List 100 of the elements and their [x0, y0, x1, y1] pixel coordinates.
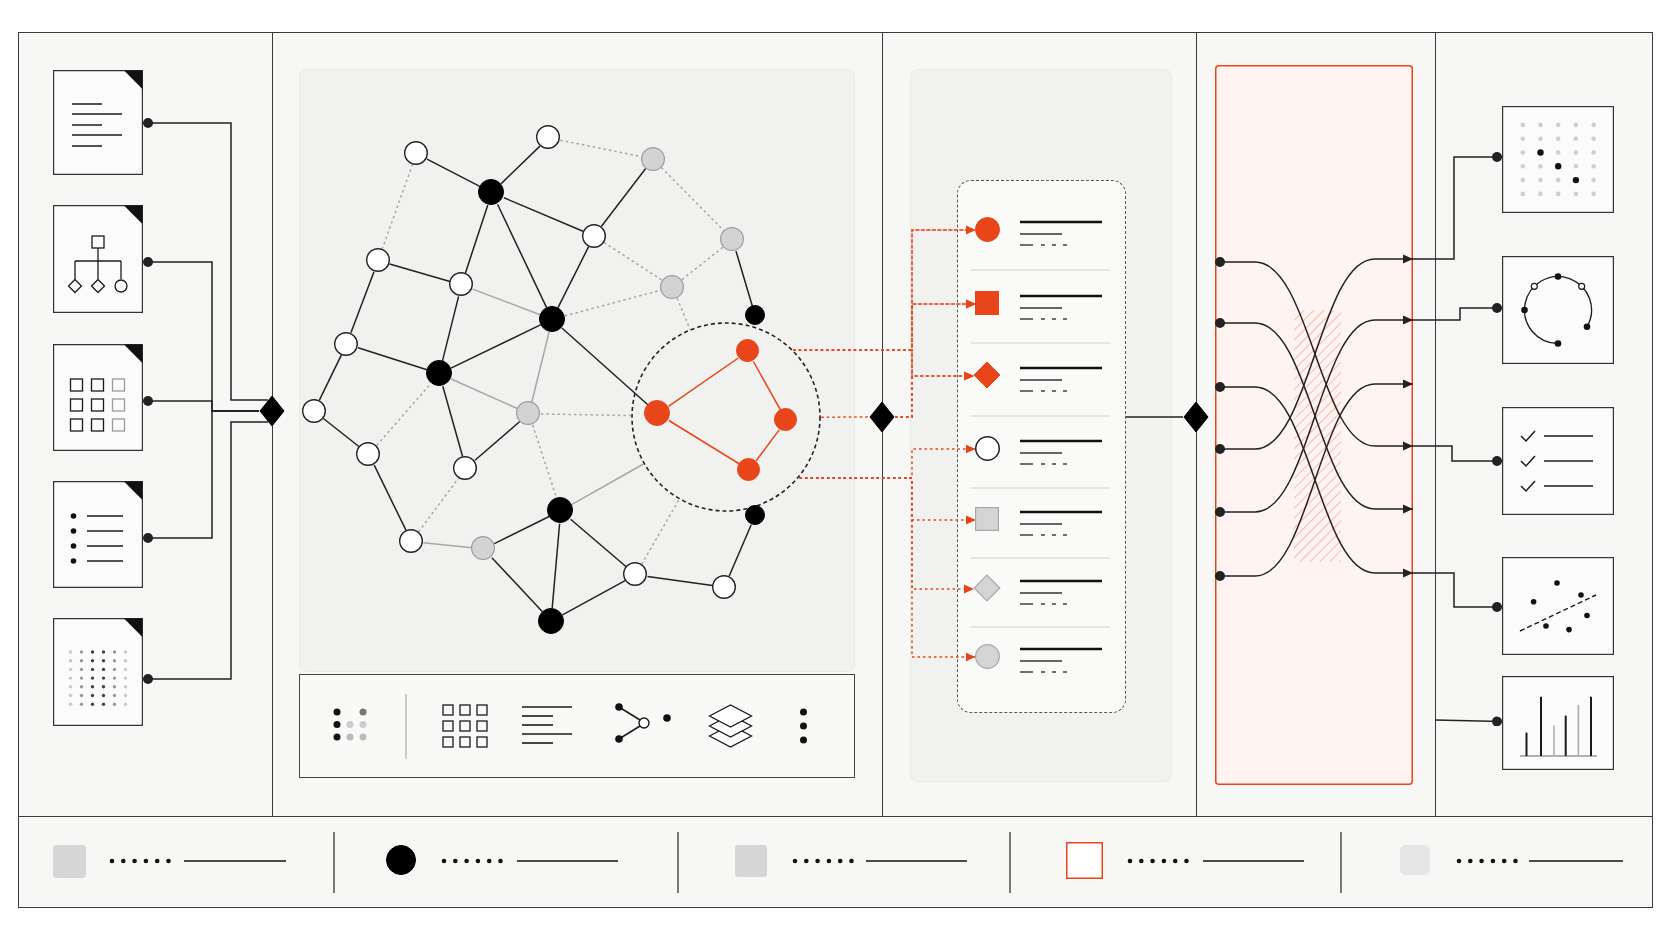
dotted-line: [381, 164, 414, 251]
network-node: [536, 125, 560, 150]
highlighted-node: [644, 400, 671, 427]
connector-line: [531, 331, 550, 403]
connector-line: [357, 346, 428, 371]
connector-line: [1412, 572, 1503, 612]
toolbar: [298, 673, 855, 778]
dotted-line: [820, 416, 870, 418]
connector-line: [142, 118, 269, 401]
connector-line: [142, 421, 269, 684]
highlighted-node: [735, 339, 759, 363]
network-node: [711, 574, 736, 599]
connector-line: [668, 419, 741, 465]
outlined-square-icon: [1065, 841, 1103, 879]
junction-diamond: [1183, 401, 1209, 433]
network-node: [640, 146, 665, 171]
connector-line: [442, 385, 464, 458]
network-node: [301, 398, 326, 423]
column-panel: [18, 32, 274, 817]
connector-line: [571, 463, 645, 506]
square-marker-icon: [975, 507, 999, 531]
text-lines-icon: [522, 706, 572, 745]
dotted-line: [603, 241, 664, 282]
network-node: [453, 455, 478, 480]
more-icon: [799, 708, 808, 744]
connector-line: [422, 541, 473, 549]
document-icon: [52, 617, 143, 726]
connector-line: [464, 204, 489, 275]
connector-line: [491, 556, 543, 613]
connector-line: [561, 579, 626, 616]
legend-bar: [18, 815, 1653, 908]
junction-diamond: [259, 395, 285, 427]
connector-line: [471, 288, 541, 316]
dotted-line: [540, 413, 633, 417]
circle-marker-icon: [974, 435, 1000, 461]
network-node: [660, 274, 685, 299]
square-swatch-icon: [734, 844, 767, 877]
connector-line: [735, 250, 754, 307]
connector-line: [1412, 445, 1503, 466]
dot-swatch-icon: [385, 844, 416, 875]
highlighted-node: [737, 458, 761, 481]
dot-matrix-icon: [333, 708, 367, 741]
network-node: [471, 536, 496, 561]
junction-diamond: [869, 401, 895, 433]
square-swatch-icon: [52, 844, 86, 878]
dotted-line: [676, 297, 691, 331]
column-panel: [1196, 32, 1437, 817]
connector-line: [474, 420, 521, 462]
scatter-plot-icon: [1501, 556, 1614, 655]
diamond-marker-icon: [973, 361, 1001, 389]
diamond-marker-icon: [973, 574, 1001, 602]
square-marker-icon: [975, 291, 999, 315]
connector-line: [1434, 716, 1503, 727]
connector-line: [752, 360, 782, 412]
network-node: [547, 497, 574, 524]
column-panel: [882, 32, 1198, 817]
connector-line: [318, 354, 343, 402]
grid-icon: [442, 704, 488, 748]
dotted-arrow: [798, 477, 977, 662]
network-node: [478, 179, 505, 206]
connector-line: [450, 324, 542, 369]
connector-line: [569, 518, 628, 568]
connector-line: [426, 158, 482, 188]
list-card: [956, 179, 1126, 713]
dotted-line: [417, 476, 460, 533]
branch-icon: [613, 701, 673, 745]
network-node: [744, 505, 765, 526]
network-node: [537, 607, 564, 634]
connector-line: [496, 203, 548, 309]
connector-line: [493, 515, 550, 545]
dotted-line: [376, 382, 432, 447]
highlight-panel: [1214, 64, 1413, 785]
connector-line: [755, 428, 781, 462]
network-node: [581, 223, 606, 248]
network-node: [744, 305, 765, 326]
network-node: [365, 248, 390, 273]
network-node: [538, 305, 565, 332]
connector-line: [350, 271, 375, 334]
connector-line: [500, 145, 541, 185]
network-node: [356, 441, 381, 466]
connector-line: [667, 357, 740, 408]
connector-line: [441, 295, 460, 362]
ring-chart-icon: [1501, 255, 1614, 364]
bar-chart-icon: [1501, 675, 1614, 770]
network-panel: [298, 68, 855, 672]
circle-marker-icon: [974, 216, 1000, 242]
connector-line: [561, 327, 649, 406]
dotted-line: [681, 246, 724, 281]
connector-line: [557, 245, 590, 309]
document-icon: [52, 343, 143, 451]
network-node: [334, 331, 359, 356]
connector-line: [1412, 303, 1503, 321]
column-panel: [272, 32, 884, 817]
layers-icon: [708, 701, 753, 751]
connector-line: [388, 263, 451, 283]
connector-line: [450, 378, 519, 410]
connector-line: [322, 417, 361, 448]
network-node: [403, 141, 428, 166]
dotted-line: [640, 498, 680, 566]
document-icon: [52, 480, 143, 588]
